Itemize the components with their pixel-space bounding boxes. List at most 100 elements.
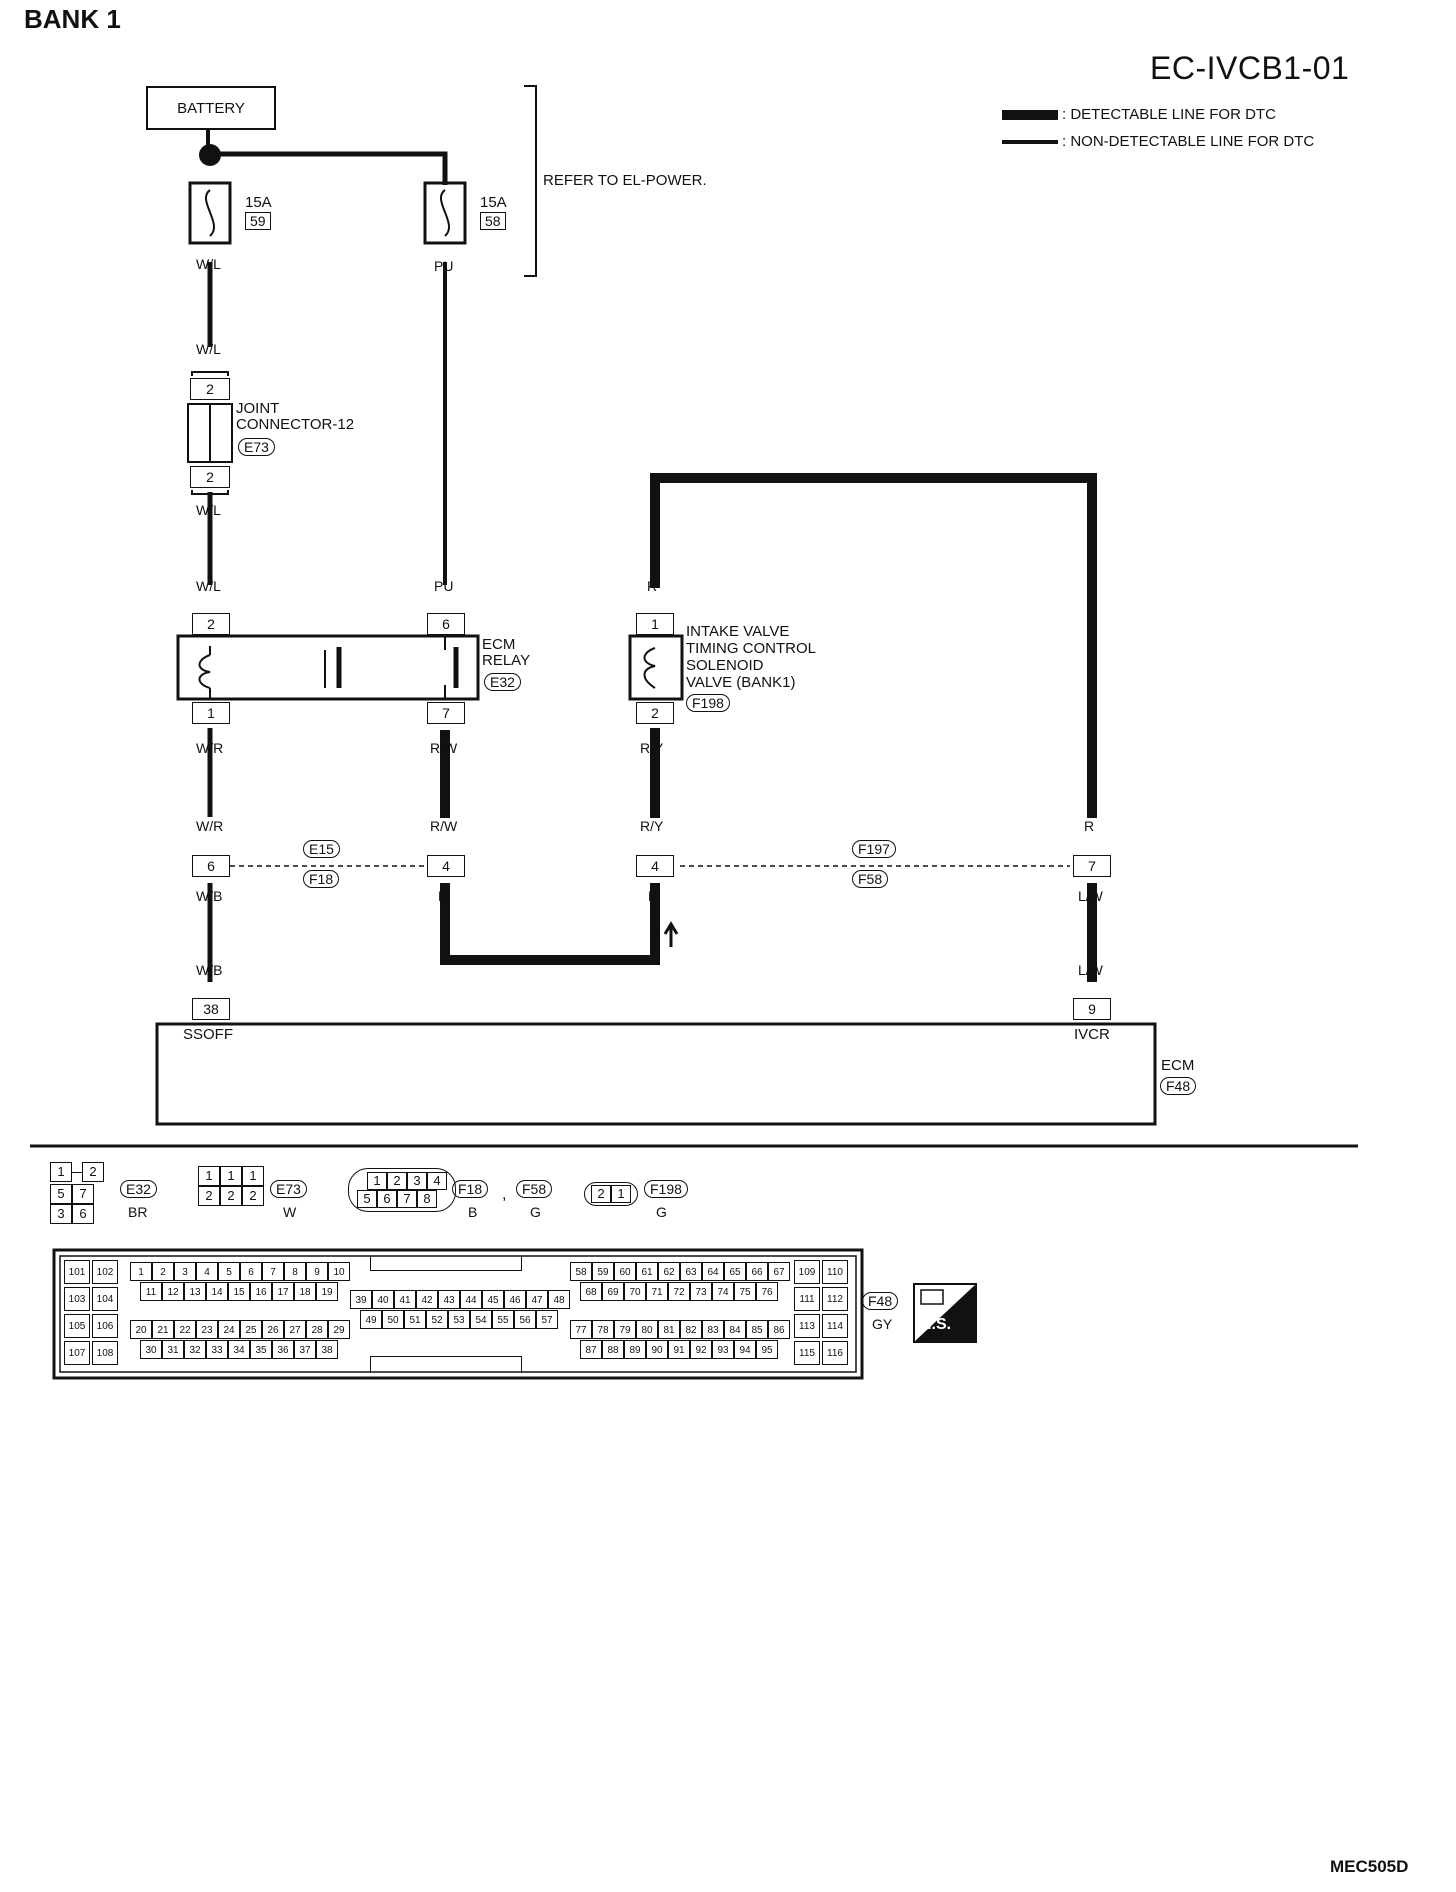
f48-key-top	[370, 1256, 522, 1271]
f48-pin: 2	[152, 1262, 174, 1281]
relay-title-line2: RELAY	[482, 652, 531, 669]
connector-f18-face: 1 2 3 4 5 6 7 8	[348, 1168, 456, 1212]
diagram-code: EC-IVCB1-01	[1150, 50, 1350, 86]
e32-pin: 2	[82, 1162, 104, 1182]
connector-f198-color: G	[656, 1204, 667, 1220]
fuse-58-rating: 15A	[480, 194, 507, 211]
f48-pin: 44	[460, 1290, 482, 1309]
f48-pin: 95	[756, 1340, 778, 1359]
f48-pin: 54	[470, 1310, 492, 1329]
wire-wl-joint-below: W/L	[196, 502, 221, 518]
f18-pin: 4	[427, 1172, 447, 1190]
f18-pin: 2	[387, 1172, 407, 1190]
f48-pin: 78	[592, 1320, 614, 1339]
f48-pin: 74	[712, 1282, 734, 1301]
f48-pin: 14	[206, 1282, 228, 1301]
f48-pin: 27	[284, 1320, 306, 1339]
relay-code: E32	[484, 673, 521, 691]
f48-pin: 21	[152, 1320, 174, 1339]
f48-pin: 108	[92, 1341, 118, 1365]
harness-pin-6: 6	[192, 855, 230, 877]
f48-pin: 72	[668, 1282, 690, 1301]
wire-pu-fuse: PU	[434, 258, 454, 274]
f18-pin: 7	[397, 1190, 417, 1208]
connector-e32-color: BR	[128, 1204, 148, 1220]
ecm-pin-9: 9	[1073, 998, 1111, 1020]
relay-pin-6: 6	[427, 613, 465, 635]
f48-pin: 18	[294, 1282, 316, 1301]
f48-pin: 4	[196, 1262, 218, 1281]
f48-pin: 110	[822, 1260, 848, 1284]
f48-pin: 56	[514, 1310, 536, 1329]
fuse-59-rating: 15A	[245, 194, 272, 211]
f48-pin: 9	[306, 1262, 328, 1281]
f48-pin: 3	[174, 1262, 196, 1281]
wire-lw-ecm: L/W	[1078, 962, 1103, 978]
arrow-icon	[663, 921, 679, 947]
f198-pin: 2	[591, 1185, 611, 1203]
solenoid-line4: VALVE (BANK1)	[686, 674, 796, 691]
f48-pin: 59	[592, 1262, 614, 1281]
f48-pin: 71	[646, 1282, 668, 1301]
f48-pin: 81	[658, 1320, 680, 1339]
e32-pin: 3	[50, 1204, 72, 1224]
f48-pin: 79	[614, 1320, 636, 1339]
f48-pin: 57	[536, 1310, 558, 1329]
legend-non-detectable-text: : NON-DETECTABLE LINE FOR DTC	[1062, 133, 1315, 150]
f48-pin: 61	[636, 1262, 658, 1281]
wire-r-solenoid: R	[647, 578, 658, 594]
f48-pin: 30	[140, 1340, 162, 1359]
f48-pin: 31	[162, 1340, 184, 1359]
e32-pin: 6	[72, 1204, 94, 1224]
connector-f48-color: GY	[872, 1316, 893, 1332]
harness-pin-4b: 4	[636, 855, 674, 877]
joint-title-line1: JOINT	[236, 400, 280, 417]
f48-pin: 65	[724, 1262, 746, 1281]
e32-pin: 7	[72, 1184, 94, 1204]
refer-note: REFER TO EL-POWER.	[543, 172, 707, 189]
legend-detectable: : DETECTABLE LINE FOR DTC	[1002, 106, 1276, 123]
joint-pin-bottom: 2	[190, 466, 230, 488]
f18-pin: 6	[377, 1190, 397, 1208]
f48-pin: 48	[548, 1290, 570, 1309]
f198-pin: 1	[611, 1185, 631, 1203]
f48-pin: 50	[382, 1310, 404, 1329]
f48-pin: 7	[262, 1262, 284, 1281]
f48-pin: 93	[712, 1340, 734, 1359]
f48-pin: 33	[206, 1340, 228, 1359]
fuse-59-number: 59	[245, 212, 271, 230]
f48-pin: 103	[64, 1287, 90, 1311]
e32-pin: 1	[50, 1162, 72, 1182]
connector-f58-color: G	[530, 1204, 541, 1220]
f48-pin: 104	[92, 1287, 118, 1311]
f48-pin: 111	[794, 1287, 820, 1311]
harness-code-f197: F197	[852, 840, 896, 858]
relay-pin-2: 2	[192, 613, 230, 635]
solenoid-line3: SOLENOID	[686, 657, 764, 674]
wire-wl-joint-above: W/L	[196, 341, 221, 357]
f48-pin: 116	[822, 1341, 848, 1365]
f48-pin: 58	[570, 1262, 592, 1281]
f48-pin: 92	[690, 1340, 712, 1359]
f48-pin: 40	[372, 1290, 394, 1309]
joint-pin-top: 2	[190, 378, 230, 400]
f48-pin: 36	[272, 1340, 294, 1359]
f48-pin: 101	[64, 1260, 90, 1284]
solenoid-pin-2: 2	[636, 702, 674, 724]
f48-pin: 69	[602, 1282, 624, 1301]
ecm-ivcr-label: IVCR	[1074, 1026, 1110, 1043]
f48-pin: 28	[306, 1320, 328, 1339]
ecm-title: ECM	[1161, 1057, 1195, 1074]
f48-pin: 105	[64, 1314, 90, 1338]
connector-f198-face: 2 1	[584, 1182, 638, 1206]
relay-pin-7: 7	[427, 702, 465, 724]
f48-pin: 8	[284, 1262, 306, 1281]
f48-pin: 16	[250, 1282, 272, 1301]
f18-pin: 1	[367, 1172, 387, 1190]
f48-pin: 42	[416, 1290, 438, 1309]
f48-pin: 82	[680, 1320, 702, 1339]
f48-pin: 46	[504, 1290, 526, 1309]
joint-connector-title: JOINT CONNECTOR-12	[236, 401, 354, 433]
f48-pin: 112	[822, 1287, 848, 1311]
